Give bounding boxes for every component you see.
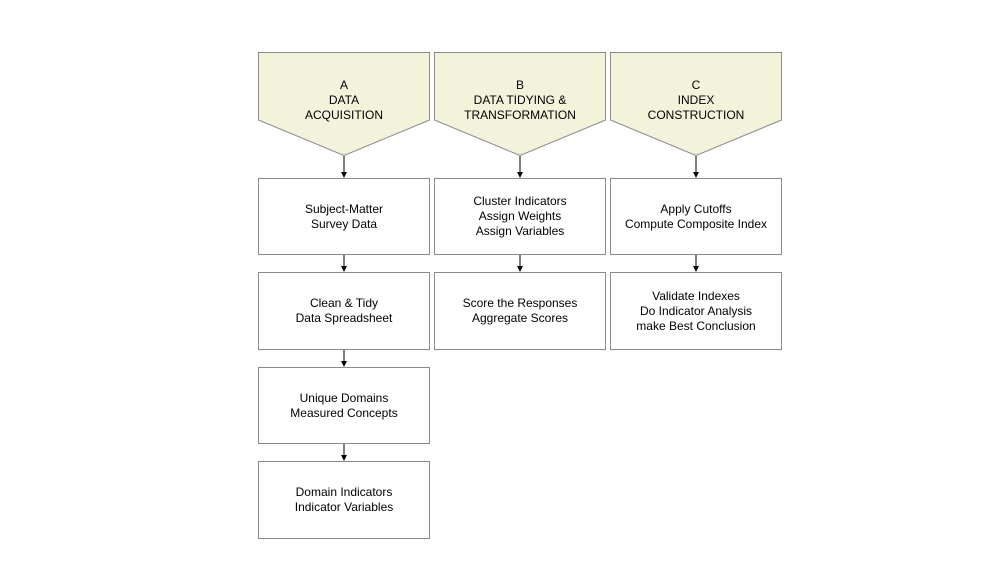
step-b1-line: Assign Variables <box>475 224 565 238</box>
header-b-letter: B <box>515 78 524 92</box>
step-b1-line: Cluster Indicators <box>473 194 567 208</box>
header-a-shape <box>258 52 430 156</box>
header-b: B DATA TIDYING & TRANSFORMATION <box>434 52 606 156</box>
step-b1: Cluster Indicators Assign Weights Assign… <box>434 178 606 255</box>
step-c2-line: Validate Indexes <box>652 288 740 303</box>
header-c-title-line-1: INDEX <box>677 93 715 107</box>
step-a3-line: Unique Domains <box>299 390 389 405</box>
header-a: A DATA ACQUISITION <box>258 52 430 156</box>
step-c2: Validate Indexes Do Indicator Analysis m… <box>610 272 782 350</box>
step-a3: Unique Domains Measured Concepts <box>258 367 430 444</box>
header-c: C INDEX CONSTRUCTION <box>610 52 782 156</box>
header-c-letter: C <box>691 78 701 92</box>
header-b-title-line-2: TRANSFORMATION <box>464 108 576 122</box>
header-c-title-line-2: CONSTRUCTION <box>647 108 745 122</box>
header-c-text: C INDEX CONSTRUCTION <box>610 78 782 123</box>
step-a2-line: Clean & Tidy <box>309 296 379 310</box>
step-a1: Subject-Matter Survey Data <box>258 178 430 255</box>
step-a3-line: Measured Concepts <box>290 405 398 420</box>
step-b2-line: Score the Responses <box>462 296 578 310</box>
step-a4-line: Indicator Variables <box>294 500 394 514</box>
step-b1-line: Assign Weights <box>478 209 562 223</box>
header-c-shape <box>610 52 782 156</box>
step-a1-line: Survey Data <box>310 216 378 231</box>
step-c1-line: Apply Cutoffs <box>660 201 732 216</box>
step-a2: Clean & Tidy Data Spreadsheet <box>258 272 430 350</box>
step-c2-line: Do Indicator Analysis <box>639 303 753 318</box>
step-b2: Score the Responses Aggregate Scores <box>434 272 606 350</box>
step-b2-line: Aggregate Scores <box>471 311 569 325</box>
header-b-title-line-1: DATA TIDYING & <box>473 93 567 107</box>
step-c1: Apply Cutoffs Compute Composite Index <box>610 178 782 255</box>
header-b-shape <box>434 52 606 156</box>
step-a4: Domain Indicators Indicator Variables <box>258 461 430 539</box>
header-a-text: A DATA ACQUISITION <box>258 78 430 123</box>
step-a2-line: Data Spreadsheet <box>295 311 393 325</box>
header-a-title-line-1: DATA <box>328 93 360 107</box>
step-a1-line: Subject-Matter <box>304 201 384 216</box>
header-b-text: B DATA TIDYING & TRANSFORMATION <box>434 78 606 123</box>
step-c1-line: Compute Composite Index <box>624 216 768 231</box>
header-a-title-line-2: ACQUISITION <box>304 108 383 122</box>
header-a-letter: A <box>339 78 348 92</box>
step-c2-line: make Best Conclusion <box>636 318 756 333</box>
step-a4-line: Domain Indicators <box>295 485 393 499</box>
